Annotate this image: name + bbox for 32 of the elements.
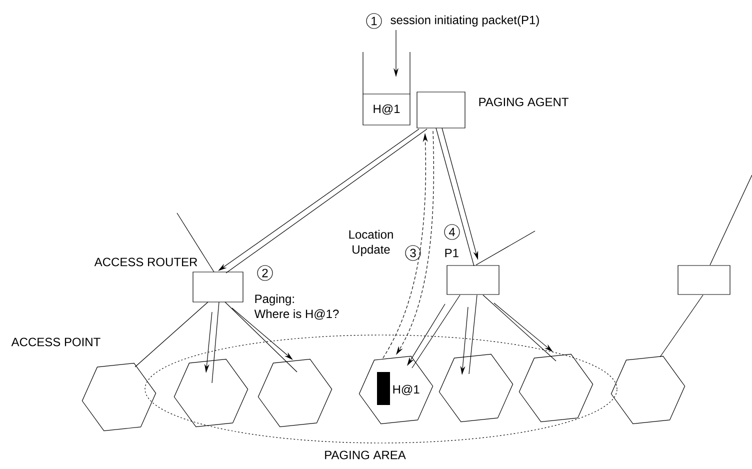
connector-line [134,302,208,368]
node-box [678,265,730,295]
connector-line [412,294,460,368]
access-point-hexagon [258,358,332,428]
callout-number: 3 [405,245,421,261]
connector-line [212,302,220,384]
node-label: ACCESS ROUTER [94,258,198,266]
connector-line [660,294,704,358]
connector-line [176,212,214,272]
node-label: ACCESS POINT [11,338,100,346]
connector-line [710,174,752,266]
queue: H@1 [362,52,410,126]
callout-number: 4 [444,224,460,240]
annotation-text: Location Update [349,230,393,256]
connector-line [224,302,298,372]
connector-line [468,294,478,374]
node-label: PAGING AREA [325,450,406,460]
callout-number: 2 [257,265,273,281]
access-point-hexagon [518,354,594,422]
node-label: PAGING AGENT [479,98,568,106]
node-box [446,265,500,295]
access-point-hexagon [174,358,248,428]
annotation-text: P1 [445,248,458,258]
access-point-hexagon [438,354,514,422]
annotation-text: session initiating packet(P1) [390,15,539,27]
connector-line [482,294,556,362]
access-point-hexagon [610,356,686,424]
annotation-text: Paging: Where is H@1? [254,294,339,320]
node-label: H@1 [393,384,420,396]
connector-line [476,230,536,266]
connector-line [436,128,474,266]
callout-number: 1 [366,13,382,29]
